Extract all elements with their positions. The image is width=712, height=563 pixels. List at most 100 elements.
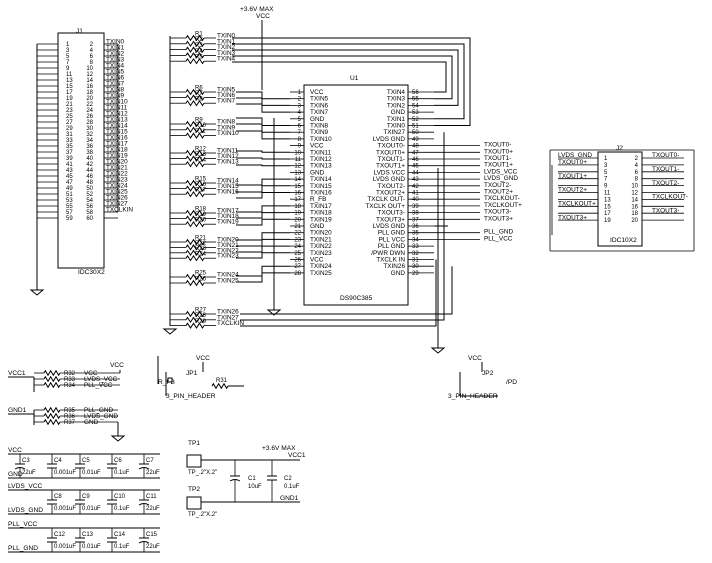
u1-input-route [236, 212, 290, 219]
tp-supply-label: +3.6V MAX [262, 445, 296, 452]
u1-right-pin-number: 40 [412, 197, 419, 203]
jp1-pin [167, 377, 173, 383]
u1-left-pin-number: 21 [294, 224, 301, 230]
j2-left-net: TXOUT1+ [558, 173, 587, 180]
j2-right-net: TXOUT3- [652, 207, 679, 214]
j1-right-pin-number: 12 [86, 72, 93, 78]
j1-net-label: TXIN1 [106, 45, 125, 52]
u1-left-pin-number: 3 [298, 103, 302, 109]
series-resistor-ref: R16 [195, 182, 207, 188]
j1-right-pin-number: 46 [86, 174, 93, 180]
series-resistor-ref: R17 [195, 188, 207, 194]
u1-left-pin-name: TXIN21 [310, 236, 332, 243]
jp2-net-label: /PD [506, 379, 517, 386]
series-resistor-net: TXIN17 [217, 208, 239, 215]
u1-left-pin-name: TXIN6 [310, 102, 329, 109]
series-resistor [185, 57, 205, 65]
u1-left-pin-number: 25 [294, 251, 301, 257]
j1-left-pin-number: 1 [66, 42, 70, 48]
c1-value: 10uF [248, 484, 262, 490]
u1-right-pin-number: 29 [412, 271, 419, 277]
u1-right-pin-number: 44 [412, 170, 419, 176]
u1-output-net-label: TXOUT1- [484, 155, 511, 162]
vcc-top-label: VCC [110, 362, 124, 369]
series-resistor [185, 34, 205, 42]
u1-left-pin-number: 26 [294, 258, 301, 264]
u1-output-net-label: TXCLKOUT+ [484, 202, 522, 209]
j1-type: IDC30X2 [78, 269, 105, 276]
j2-right-pin-number: 12 [631, 191, 638, 197]
u1-left-pin-name: GND [310, 116, 325, 123]
series-resistor [185, 254, 205, 262]
j1-left-pin-number: 19 [66, 96, 73, 102]
j2-left-pin-number: 5 [604, 170, 608, 176]
u1-input-route [236, 192, 290, 199]
j2-right-pin-number: 2 [635, 156, 639, 162]
vcc-link-net: LVDS_VCC [84, 376, 118, 383]
j1-right-pin-number: 44 [86, 168, 93, 174]
j1-right-pin-number: 60 [86, 216, 93, 222]
cap-value: 0.01uF [82, 544, 101, 550]
cap-value: 0.1uF [114, 470, 130, 476]
u1-input-route [236, 164, 290, 167]
series-resistor-ref: R22 [195, 241, 207, 247]
u1-left-pin-number: 2 [298, 97, 302, 103]
j2-type: IDC10X2 [610, 237, 637, 244]
tp1-pad [186, 454, 202, 468]
vcc-link-resistor [43, 381, 61, 389]
j1-right-pin-number: 6 [90, 54, 94, 60]
series-resistor-ref: R13 [195, 152, 207, 158]
u1-left-pin-name: TXIN25 [310, 270, 332, 277]
u1-right-pin-name: TXIN3 [387, 96, 406, 103]
gnd-link-ref: R36 [64, 414, 76, 420]
u1-right-pin-name: TXOUT0- [378, 143, 405, 150]
u1-input-route [236, 103, 290, 113]
u1-input-route [236, 265, 290, 277]
j2-right-net: TXOUT0- [652, 152, 679, 159]
u1-left-pin-name: GND [310, 169, 325, 176]
j2-left-net: LVDS_GND [558, 152, 592, 159]
j2-ref: J2 [616, 145, 623, 152]
u1-left-pin-name: TXIN23 [310, 250, 332, 257]
cap-ref: C9 [82, 494, 90, 500]
u1-left-pin-name: TXIN16 [310, 190, 332, 197]
decoupling-bottom-net: GND [8, 471, 23, 478]
j1-right-pin-number: 32 [86, 132, 93, 138]
u1-left-pin-number: 8 [298, 137, 302, 143]
j1-left-pin-number: 35 [66, 144, 73, 150]
series-resistor-net: TXIN12 [217, 153, 239, 160]
series-resistor-net: TXIN3 [217, 50, 236, 57]
cap-value: 22uF [146, 470, 160, 476]
u1-right-pin-name: TXCLK OUT- [367, 196, 405, 203]
u1-left-pin-number: 7 [298, 130, 302, 136]
tp1-ref: TP1 [188, 440, 200, 447]
u1-left-pin-name: VCC [310, 257, 324, 264]
gnd-link-ref: R35 [64, 408, 76, 414]
cap-ref: C3 [22, 458, 30, 464]
series-resistor [185, 310, 205, 318]
series-resistor [185, 88, 205, 96]
u1-left-pin-number: 4 [298, 110, 302, 116]
series-resistor-ref: R23 [195, 246, 207, 252]
series-resistor-ref: R11 [195, 129, 206, 135]
j1-net-label: TXIN16 [106, 135, 128, 142]
u1-input-route [236, 205, 290, 213]
u1-left-pin-number: 12 [294, 164, 301, 170]
j1-right-pin-number: 56 [86, 204, 93, 210]
u1-left-pin-number: 9 [298, 144, 302, 150]
u1-right-pin-name: TXOUT3+ [376, 216, 405, 223]
u1-left-pin-number: 16 [294, 191, 301, 197]
series-resistor-net: TXIN16 [217, 189, 239, 196]
j1-left-pin-number: 39 [66, 156, 73, 162]
series-resistor [185, 132, 205, 139]
j1-net-label: TXIN9 [106, 93, 125, 100]
u1-left-pin-number: 17 [294, 197, 301, 203]
u1-left-pin-number: 19 [294, 211, 301, 217]
cap-ref: C4 [54, 458, 62, 464]
u1-right-pin-number: 35 [412, 231, 419, 237]
series-resistor-net: TXIN24 [217, 272, 239, 279]
u1-part-number: DS90C385 [340, 295, 373, 302]
j1-right-pin-number: 48 [86, 180, 93, 186]
j1-net-label: TXIN25 [106, 189, 128, 196]
j2-left-pin-number: 9 [604, 184, 608, 190]
